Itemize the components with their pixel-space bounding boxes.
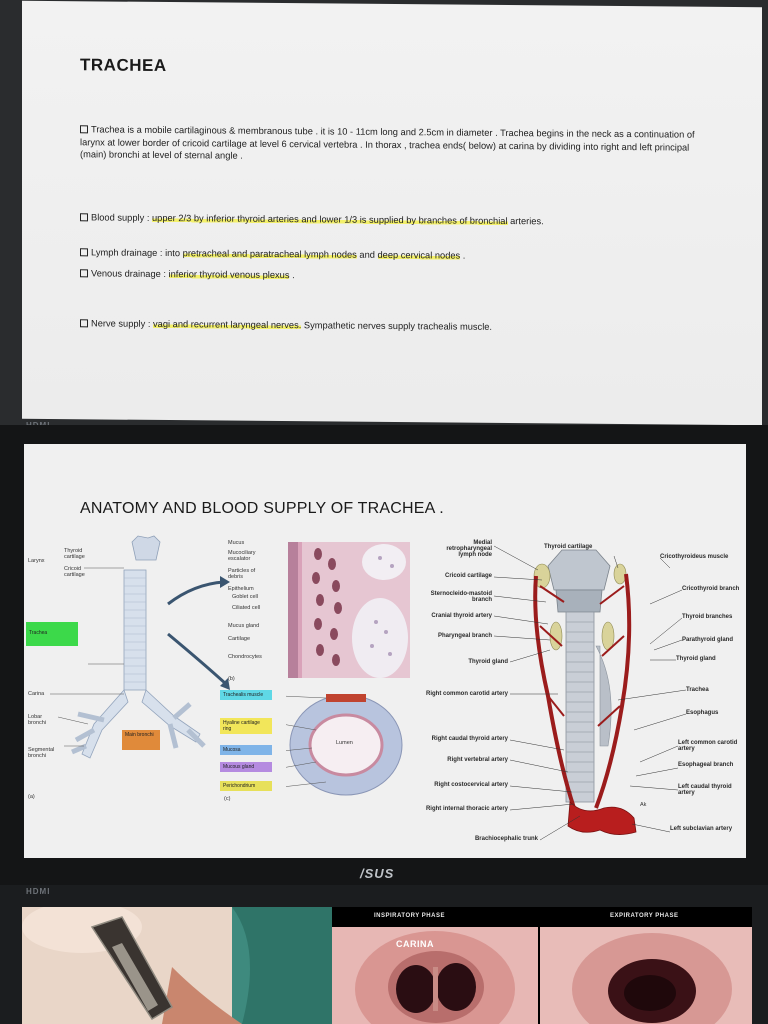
checkbox-bullet-icon — [80, 269, 88, 278]
label-left-subclavian: Left subclavian artery — [670, 826, 733, 832]
label-ciliated: Ciliated cell — [232, 605, 261, 611]
label-ak: Ak — [640, 802, 647, 808]
expiratory-endoscopy-image — [540, 927, 752, 1024]
label-right-costocervical: Right costocervical artery — [434, 782, 508, 788]
label-esophageal-branch: Esophageal branch — [678, 762, 734, 768]
label-b: (b) — [228, 676, 235, 682]
label-particles: Particles of debris — [228, 568, 256, 580]
label-thyroid-gland-left: Thyroid gland — [468, 659, 508, 665]
checkbox-bullet-icon — [80, 319, 88, 328]
arrow-icons — [167, 576, 230, 690]
label-c: (c) — [224, 796, 231, 802]
label-pharyngeal: Pharyngeal branch — [437, 633, 492, 639]
bullet-venous: Venous drainage : inferior thyroid venou… — [80, 267, 710, 285]
label-thyroid-cartilage-top: Thyroid cartilage — [544, 544, 593, 550]
monitor-bottom: HDMI INSPIRATORY PHASE EXPIRATORY PHASE — [0, 885, 768, 1024]
tag-hyaline: Hyaline cartilage ring — [220, 718, 272, 734]
checkbox-bullet-icon — [80, 213, 88, 222]
label-thyroid-gland-right: Thyroid gland — [676, 656, 716, 662]
bullet-blood-supply: Blood supply : upper 2/3 by inferior thy… — [80, 211, 710, 229]
tag-trachealis: Trachealis muscle — [220, 690, 272, 700]
label-chondrocytes: Chondrocytes — [228, 654, 262, 660]
label-thyroid-cartilage: Thyroid cartilage — [64, 548, 85, 560]
label-carina: Carina — [28, 691, 45, 697]
label-expiratory: EXPIRATORY PHASE — [610, 913, 679, 919]
label-right-internal-thoracic: Right internal thoracic artery — [425, 806, 508, 812]
phase-header — [332, 907, 752, 927]
label-parathyroid: Parathyroid gland — [682, 637, 734, 643]
label-lumen: Lumen — [336, 740, 353, 746]
label-trachea-right: Trachea — [686, 687, 709, 693]
label-mucus: Mucus — [228, 540, 245, 546]
label-right-common-carotid: Right common carotid artery — [425, 691, 508, 697]
inspiratory-endoscopy-image — [332, 927, 538, 1024]
label-thyroid-branches: Thyroid branches — [682, 614, 733, 620]
tag-trachea: Trachea — [26, 622, 78, 646]
trachea-cross-section — [286, 694, 403, 796]
hdmi-label: HDMI — [26, 887, 51, 896]
vascular-illustration — [533, 549, 637, 835]
slide-title: TRACHEA — [80, 55, 167, 76]
label-right-vertebral: Right vertebral artery — [447, 757, 508, 763]
label-sternocleido: Sternocleido-mastoid branch — [430, 591, 492, 603]
bullet-nerve: Nerve supply : vagi and recurrent laryng… — [80, 317, 710, 335]
label-mucociliary: Mucociliary escalator — [228, 550, 256, 562]
label-brachiocephalic: Brachiocephalic trunk — [474, 836, 538, 842]
label-carina-overlay: CARINA — [396, 939, 434, 949]
label-cricothyroideus: Cricothyroideus muscle — [660, 554, 729, 560]
bullet-description: Trachea is a mobile cartilaginous & memb… — [80, 124, 695, 161]
label-esophagus: Esophagus — [686, 710, 719, 716]
label-epithelium: Epithelium — [228, 586, 254, 592]
slide-anatomy: ANATOMY AND BLOOD SUPPLY OF TRACHEA . La… — [24, 444, 746, 858]
monitor-middle-bottom — [26, 866, 86, 878]
label-cricoid-right: Cricoid cartilage — [444, 573, 492, 579]
label-cartilage: Cartilage — [228, 636, 251, 642]
bullet-lymph: Lymph drainage : into pretracheal and pa… — [80, 246, 710, 264]
label-cricothyroid-branch: Cricothyroid branch — [682, 586, 740, 592]
tag-mucous-gland: Mucous gland — [220, 762, 272, 772]
bronchial-tree-illustration — [50, 535, 206, 759]
label-mucus-gland: Mucus gland — [228, 623, 260, 629]
tag-mucosa: Mucosa — [220, 745, 272, 755]
monitor-brand-logo: /SUS — [360, 866, 395, 881]
label-right-caudal-thyroid: Right caudal thyroid artery — [431, 736, 508, 742]
leader-lines — [494, 545, 687, 841]
monitor-top: TRACHEA Trachea is a mobile cartilaginou… — [0, 0, 768, 430]
label-segmental-bronchi: Segmental bronchi — [28, 747, 55, 759]
label-inspiratory: INSPIRATORY PHASE — [374, 913, 445, 919]
label-lobar-bronchi: Lobar bronchi — [28, 714, 47, 726]
slide-bronchoscopy: INSPIRATORY PHASE EXPIRATORY PHASE CARIN… — [22, 907, 752, 1024]
label-goblet: Goblet cell — [232, 594, 258, 600]
label-cranial-thyroid: Cranial thyroid artery — [431, 613, 492, 619]
checkbox-bullet-icon — [80, 125, 88, 134]
histology-section-image — [288, 542, 410, 678]
label-left-caudal-thyroid: Left caudal thyroid artery — [678, 784, 732, 796]
label-medial-node: Medial retropharyngeal lymph node — [446, 540, 492, 558]
checkbox-bullet-icon — [80, 248, 88, 257]
label-left-common-carotid: Left common carotid artery — [678, 740, 738, 752]
tag-main-bronchi: Main bronchi — [122, 730, 160, 750]
tag-perichondrium: Perichondrium — [220, 781, 272, 791]
slide-trachea-text: TRACHEA Trachea is a mobile cartilaginou… — [22, 0, 762, 426]
surgical-photo — [22, 907, 332, 1024]
label-cricoid-cartilage: Cricoid cartilage — [64, 566, 85, 578]
label-larynx: Larynx — [28, 558, 45, 564]
label-a: (a) — [28, 794, 35, 800]
slide-title: ANATOMY AND BLOOD SUPPLY OF TRACHEA . — [80, 500, 444, 517]
